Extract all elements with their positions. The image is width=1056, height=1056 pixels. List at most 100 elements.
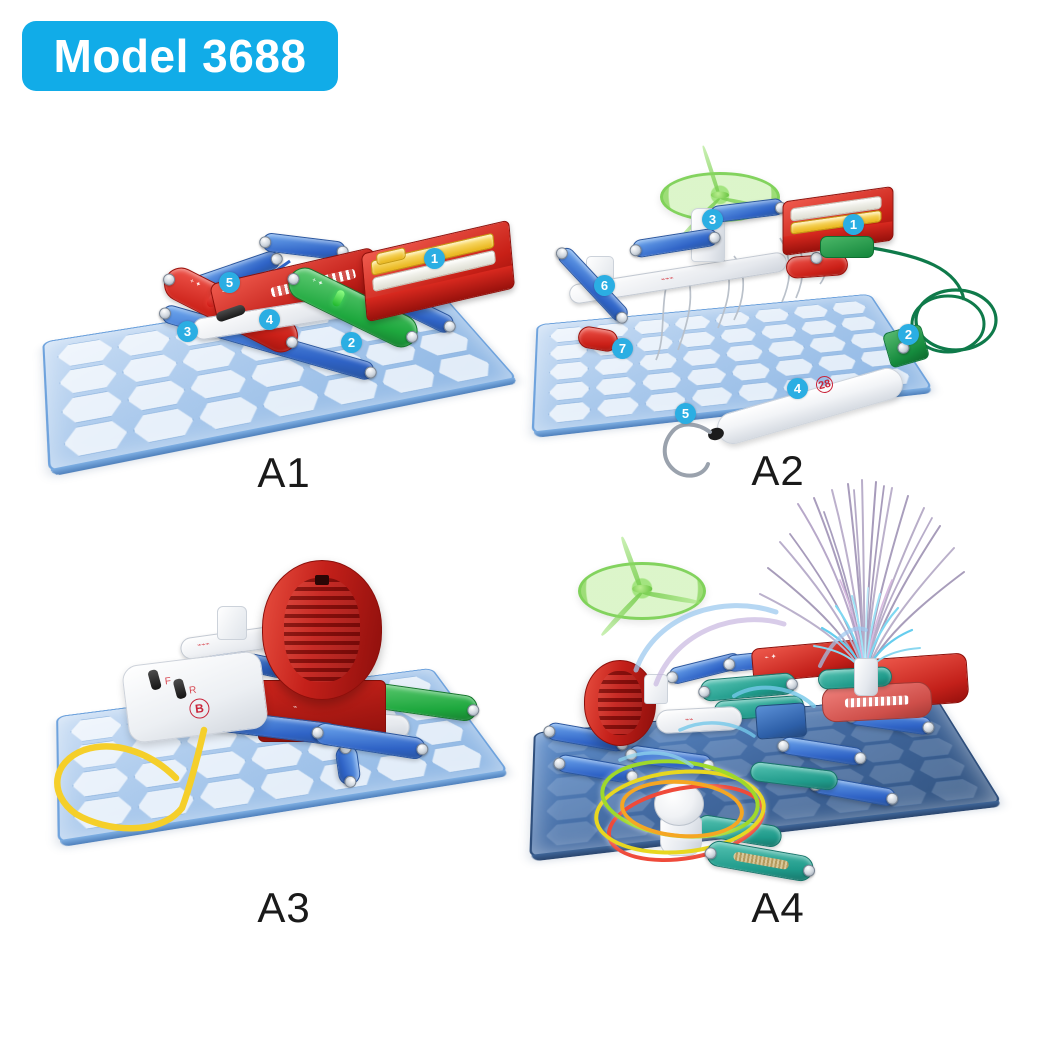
callout-badge-1[interactable]: 1 <box>843 214 864 235</box>
callout-badge-3[interactable]: 3 <box>177 321 198 342</box>
module-marking: ⌁⌁ <box>684 716 694 724</box>
board-hole <box>635 335 675 353</box>
board-hole <box>685 366 729 387</box>
propeller-hub <box>710 191 730 199</box>
propeller-hub <box>632 584 652 594</box>
board-hole <box>59 362 119 396</box>
board-hole <box>546 774 596 798</box>
panel-a2-caption: A2 <box>751 447 805 494</box>
speaker-grille <box>284 577 360 683</box>
board-hole <box>681 348 723 367</box>
board-hole <box>865 762 920 785</box>
board-hole <box>130 406 197 446</box>
module-marking: + ✦ <box>310 276 325 289</box>
module-marking: ⌁⌁⌁ <box>196 640 211 650</box>
callout-badge-6[interactable]: 6 <box>594 275 615 296</box>
product-panel-a4[interactable]: ⌁ ✦ ⌁⌁ <box>528 460 1028 940</box>
board-hole <box>546 796 597 822</box>
board-hole <box>791 304 832 320</box>
board-hole <box>673 315 712 332</box>
board-hole <box>765 339 808 358</box>
board-hole <box>425 743 490 774</box>
board-hole <box>814 353 860 373</box>
flying-propeller-disc <box>578 536 706 637</box>
board-hole <box>806 335 850 353</box>
board-hole <box>772 357 817 377</box>
callout-number: 1 <box>849 217 858 232</box>
callout-number: 2 <box>347 335 356 350</box>
product-panel-a1[interactable]: + ✦ ⌁ ⌁ ⌁ + ✦ <box>40 215 528 515</box>
board-hole <box>125 378 189 414</box>
green-lead-loop <box>914 288 998 352</box>
board-hole <box>548 380 590 402</box>
callout-number: 4 <box>793 381 802 396</box>
callout-badge-5[interactable]: 5 <box>675 403 696 424</box>
snap-nub <box>466 703 481 717</box>
callout-number: 5 <box>681 406 690 421</box>
callout-badge-7[interactable]: 7 <box>612 338 633 359</box>
board-hole <box>904 737 958 759</box>
board-hole <box>71 739 126 770</box>
board-hole <box>197 776 260 811</box>
board-hole <box>758 323 800 341</box>
callout-badge-3[interactable]: 3 <box>702 209 723 230</box>
socket-cup-white <box>217 606 247 640</box>
board-hole <box>73 794 134 831</box>
panel-a1-scene: + ✦ ⌁ ⌁ ⌁ + ✦ <box>40 215 528 515</box>
snap-nub <box>785 677 799 691</box>
board-hole <box>61 389 125 426</box>
board-hole <box>596 395 640 418</box>
green-lead-wire <box>871 246 966 301</box>
callout-badge-1[interactable]: 1 <box>424 248 445 269</box>
board-hole <box>633 318 672 335</box>
module-marking: ⌁⌁⌁ <box>660 274 675 284</box>
callout-number: 1 <box>430 251 439 266</box>
board-hole <box>247 741 307 772</box>
snap-nub <box>160 271 178 288</box>
module-code-circle: B <box>188 697 211 720</box>
board-hole <box>723 343 766 362</box>
board-hole <box>595 375 638 396</box>
panel-a1-caption: A1 <box>257 449 311 496</box>
ic-block-blue <box>754 702 808 740</box>
module-marking: ⌁ <box>293 704 298 711</box>
board-hole <box>548 400 592 424</box>
board-hole <box>70 715 123 743</box>
snap-nub <box>157 306 173 321</box>
callout-badge-2[interactable]: 2 <box>898 324 919 345</box>
propeller-blade <box>641 589 701 605</box>
board-hole <box>190 749 250 781</box>
propeller-blade <box>600 590 644 637</box>
model-badge-label: Model 3688 <box>53 30 307 82</box>
board-hole <box>375 362 443 396</box>
board-hole <box>317 372 385 407</box>
callout-badge-5[interactable]: 5 <box>219 272 240 293</box>
board-hole <box>72 765 130 799</box>
callout-badge-4[interactable]: 4 <box>259 309 280 330</box>
board-hole <box>256 768 319 802</box>
board-hole <box>718 327 759 345</box>
coil-element <box>732 851 790 870</box>
panel-a3-caption: A3 <box>257 884 311 931</box>
snap-module-white: ⌁⌁ <box>655 705 743 735</box>
spinner-dome <box>654 782 704 826</box>
board-hole <box>769 795 825 821</box>
callout-number: 3 <box>708 212 717 227</box>
switch-lever-right[interactable] <box>172 677 188 700</box>
callout-badge-4[interactable]: 4 <box>787 378 808 399</box>
board-hole <box>677 331 718 349</box>
speaker-port <box>315 574 329 585</box>
board-hole <box>798 319 840 336</box>
snap-nub <box>258 235 272 249</box>
callout-number: 2 <box>904 327 913 342</box>
product-panel-a3[interactable]: ⌁ ⌁⌁⌁ F R B <box>40 540 528 940</box>
callout-number: 4 <box>265 312 274 327</box>
propeller-blade <box>701 145 722 199</box>
board-hole <box>640 371 683 392</box>
panel-a3-scene: ⌁ ⌁⌁⌁ F R B <box>40 540 528 940</box>
callout-badge-2[interactable]: 2 <box>341 332 362 353</box>
callout-number: 3 <box>183 324 192 339</box>
board-hole <box>752 307 792 323</box>
switch-lever-left[interactable] <box>147 668 163 691</box>
speaker-drum-red <box>262 560 382 700</box>
